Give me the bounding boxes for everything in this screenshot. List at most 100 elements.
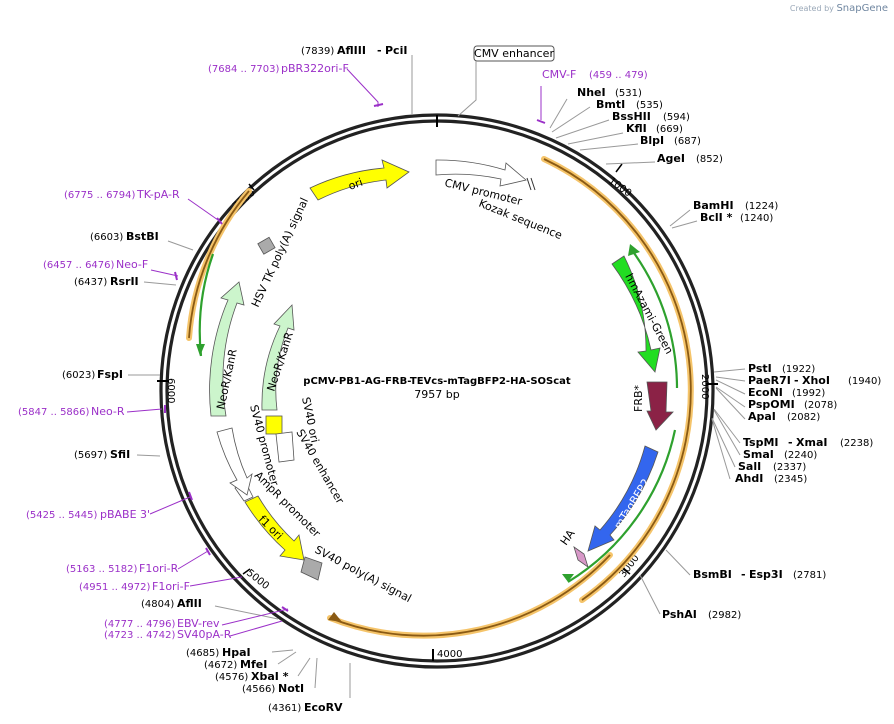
tick-3000-mark <box>621 567 631 575</box>
site-29-name: BstBI <box>126 230 159 243</box>
site-11-pos: (1992) <box>792 388 825 399</box>
primer-3-range: (6457 .. 6476) <box>43 260 115 271</box>
site-17-pos: (2345) <box>774 474 807 485</box>
plasmid-size: 7957 bp <box>414 388 459 401</box>
orf-arrow-head <box>328 612 342 622</box>
site-20-name: EcoRV <box>304 701 343 714</box>
primer-6-name: F1ori-R <box>139 562 179 575</box>
primer-7-range: (4951 .. 4972) <box>79 582 151 593</box>
primer-8-name: EBV-rev <box>177 617 220 630</box>
site-20-pos: (4361) <box>268 703 301 714</box>
neokanr-feature-1 <box>209 281 245 417</box>
f1-ori-feature <box>244 495 305 561</box>
site-22-name: XbaI * <box>251 670 289 683</box>
primer-marks <box>164 103 546 612</box>
site-25-name: AflII <box>177 597 202 610</box>
site-1-name: NheI <box>577 86 606 99</box>
site-0-name: AflIII <box>337 44 366 57</box>
tick-4000: 4000 <box>437 649 462 660</box>
site-24-name: HpaI <box>222 646 251 659</box>
tick-2000: 2000 <box>699 374 710 399</box>
primer-6-range: (5163 .. 5182) <box>66 564 138 575</box>
site-0-pos: (7839) <box>301 46 334 57</box>
site-19-pos: (2982) <box>708 610 741 621</box>
site-6-name: AgeI <box>657 152 685 165</box>
site-23-pos: (4672) <box>204 660 237 671</box>
site-16-name: SalI <box>738 460 761 473</box>
site-8-name: BclI * <box>700 211 733 224</box>
site-10-pos: (1940) <box>848 376 881 387</box>
site-4-name: KflI <box>626 122 647 135</box>
sv40-enhancer-feature <box>275 431 295 463</box>
sv40-ori-feature <box>265 415 283 435</box>
site-27-pos: (6023) <box>62 370 95 381</box>
site-27-name: FspI <box>97 368 123 381</box>
site-4-pos: (669) <box>656 124 683 135</box>
primer-9-range: (4723 .. 4742) <box>104 630 176 641</box>
site-21-pos: (4566) <box>242 684 275 695</box>
plasmid-name: pCMV-PB1-AG-FRB-TEVcs-mTagBFP2-HA-SOScat <box>303 376 571 387</box>
frb-feature <box>646 381 674 431</box>
snapgene-logo: SnapGene <box>836 3 888 14</box>
primer-3-name: Neo-F <box>116 258 148 271</box>
primer-4-name: Neo-R <box>91 405 125 418</box>
site-2-pos: (535) <box>636 100 663 111</box>
site-17-name: AhdI <box>735 472 763 485</box>
cmv-enhancer-feature: CMV enhancer <box>457 45 555 117</box>
site-19-name: PshAI <box>662 608 697 621</box>
site-5-pos: (687) <box>674 136 701 147</box>
neo-orf-arrow-head <box>196 344 205 356</box>
site-leader-lines <box>128 55 746 698</box>
site-2-name: BmtI <box>596 98 625 111</box>
ori-label: ori <box>347 176 365 193</box>
site-14-pos: (2238) <box>840 438 873 449</box>
primer-0-range: (7684 .. 7703) <box>208 64 280 75</box>
site-14-dash: - <box>788 436 793 449</box>
site-12-pos: (2078) <box>804 400 837 411</box>
site-21-name: NotI <box>278 682 304 695</box>
site-14-name2: XmaI <box>796 436 827 449</box>
site-9-name: PstI <box>748 362 772 375</box>
sv40-polya-feature <box>300 556 323 581</box>
site-18-dash: - <box>741 568 746 581</box>
site-1-pos: (531) <box>615 88 642 99</box>
orf-arcs <box>186 156 694 639</box>
site-6-pos: (852) <box>696 154 723 165</box>
tick-7000-mark <box>248 183 255 191</box>
tick-5000-mark <box>242 568 251 575</box>
site-8-pos: (1240) <box>740 213 773 224</box>
site-18-name: BsmBI <box>693 568 732 581</box>
ha-label: HA <box>558 527 578 548</box>
site-10-dash: - <box>794 374 799 387</box>
site-7-pos: (1224) <box>745 201 778 212</box>
primer-2-range: (6775 .. 6794) <box>64 190 136 201</box>
tick-5000: 5000 <box>244 568 271 592</box>
site-12-name: PspOMI <box>748 398 795 411</box>
hsv-tk-polya-label: HSV TK poly(A) signal <box>249 196 311 309</box>
cmv-promoter-feature <box>435 159 527 187</box>
site-23-name: MfeI <box>240 658 267 671</box>
site-15-pos: (2240) <box>784 450 817 461</box>
primer-7-name: F1ori-F <box>152 580 190 593</box>
site-3-name: BssHII <box>612 110 651 123</box>
mtagbfp2-feature <box>587 445 659 552</box>
primer-1-range: (459 .. 479) <box>589 70 648 81</box>
site-10-name2: XhoI <box>802 374 830 387</box>
snapgene-credit: Created by SnapGene <box>789 3 888 14</box>
site-26-pos: (5697) <box>74 450 107 461</box>
primer-0-name: pBR322ori-F <box>281 62 349 75</box>
site-0-dash: - <box>377 44 382 57</box>
tick-6000: 6000 <box>165 378 176 403</box>
site-18-pos: (2781) <box>793 570 826 581</box>
site-11-name: EcoNI <box>748 386 783 399</box>
site-10-name: PaeR7I <box>748 374 791 387</box>
cmv-enhancer-label: CMV enhancer <box>474 47 554 60</box>
site-9-pos: (1922) <box>782 364 815 375</box>
neokanr-feature-2 <box>261 304 295 411</box>
site-0-name2: PciI <box>385 44 407 57</box>
hmazami-green-feature <box>611 255 661 373</box>
site-22-pos: (4576) <box>215 672 248 683</box>
site-28-pos: (6437) <box>74 277 107 288</box>
sv40-promoter-feature <box>216 427 253 496</box>
